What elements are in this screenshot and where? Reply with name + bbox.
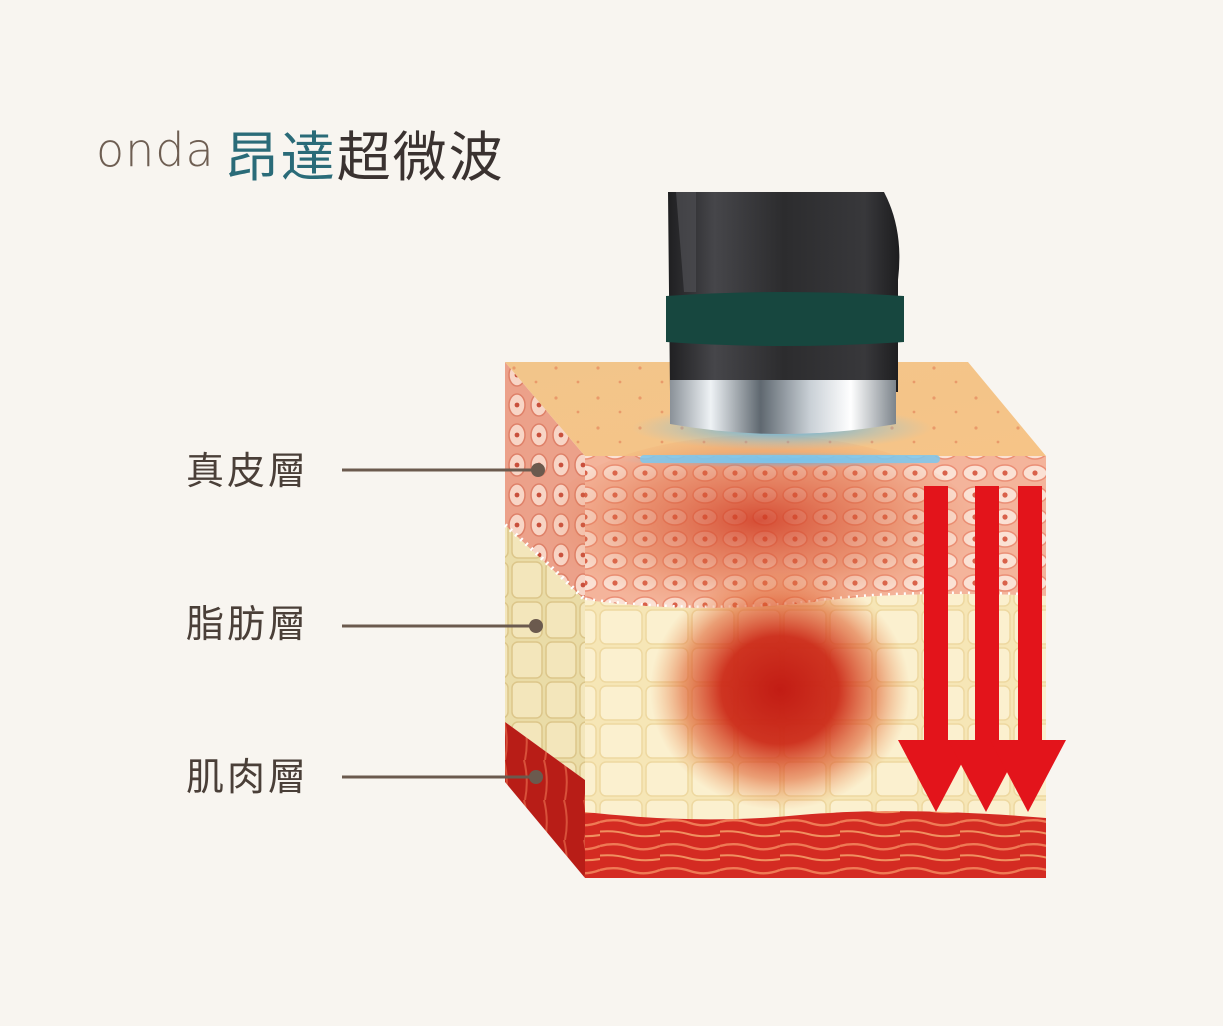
layer-label-fat: 脂肪層 xyxy=(186,602,310,646)
device-metal-tip xyxy=(670,380,896,434)
energy-arrows xyxy=(898,486,1066,812)
device-band xyxy=(666,292,904,346)
leader-line-dermis xyxy=(342,463,545,477)
leader-lines xyxy=(342,463,545,784)
layer-label-muscle: 肌肉層 xyxy=(186,755,310,799)
arrow-down-1 xyxy=(898,486,974,812)
arrow-down-3 xyxy=(990,486,1066,812)
layer-label-dermis: 真皮層 xyxy=(186,449,310,493)
brand-name-cn: 昂達 xyxy=(224,125,337,189)
product-name: 超微波 xyxy=(336,125,505,189)
handpiece-device xyxy=(632,192,932,450)
leader-line-fat xyxy=(342,619,543,633)
leader-line-muscle xyxy=(342,770,543,784)
cube-side-face xyxy=(503,362,587,878)
brand-logo-latin: onda xyxy=(96,123,215,177)
cube-front-face xyxy=(540,435,1047,878)
page-title: onda 昂達 超微波 xyxy=(96,112,505,192)
